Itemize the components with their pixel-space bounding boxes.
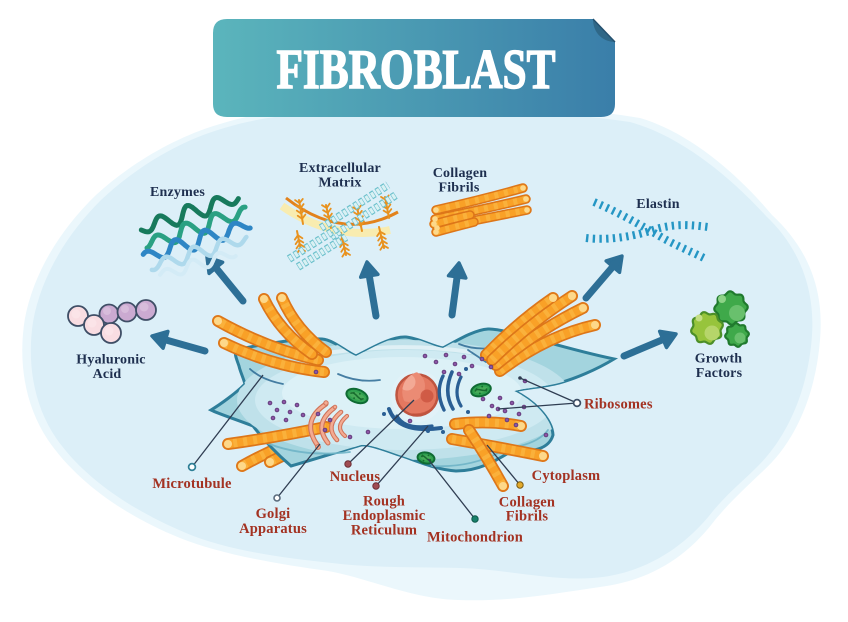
svg-text:Collagen: Collagen (499, 495, 555, 511)
svg-text:Rough: Rough (363, 494, 405, 510)
svg-text:Apparatus: Apparatus (239, 521, 307, 537)
svg-text:Reticulum: Reticulum (351, 523, 417, 539)
svg-text:Microtubule: Microtubule (152, 476, 232, 492)
svg-text:Cytoplasm: Cytoplasm (532, 468, 601, 484)
svg-text:Factors: Factors (696, 366, 743, 381)
svg-text:Endoplasmic: Endoplasmic (343, 508, 426, 524)
svg-text:Extracellular: Extracellular (299, 161, 381, 176)
svg-text:Mitochondrion: Mitochondrion (427, 530, 523, 546)
svg-text:Collagen: Collagen (433, 166, 488, 181)
svg-text:Nucleus: Nucleus (330, 469, 381, 485)
svg-text:Acid: Acid (93, 367, 122, 382)
svg-text:FIBROBLAST: FIBROBLAST (277, 39, 556, 101)
svg-text:Fibrils: Fibrils (506, 509, 549, 525)
svg-text:Ribosomes: Ribosomes (584, 397, 653, 413)
svg-text:Enzymes: Enzymes (150, 185, 205, 200)
svg-text:Fibrils: Fibrils (438, 181, 479, 196)
svg-text:Hyaluronic: Hyaluronic (76, 353, 145, 368)
svg-text:Golgi: Golgi (256, 506, 291, 522)
svg-text:Matrix: Matrix (318, 176, 361, 191)
svg-text:Elastin: Elastin (636, 197, 679, 212)
svg-text:Growth: Growth (695, 352, 743, 367)
